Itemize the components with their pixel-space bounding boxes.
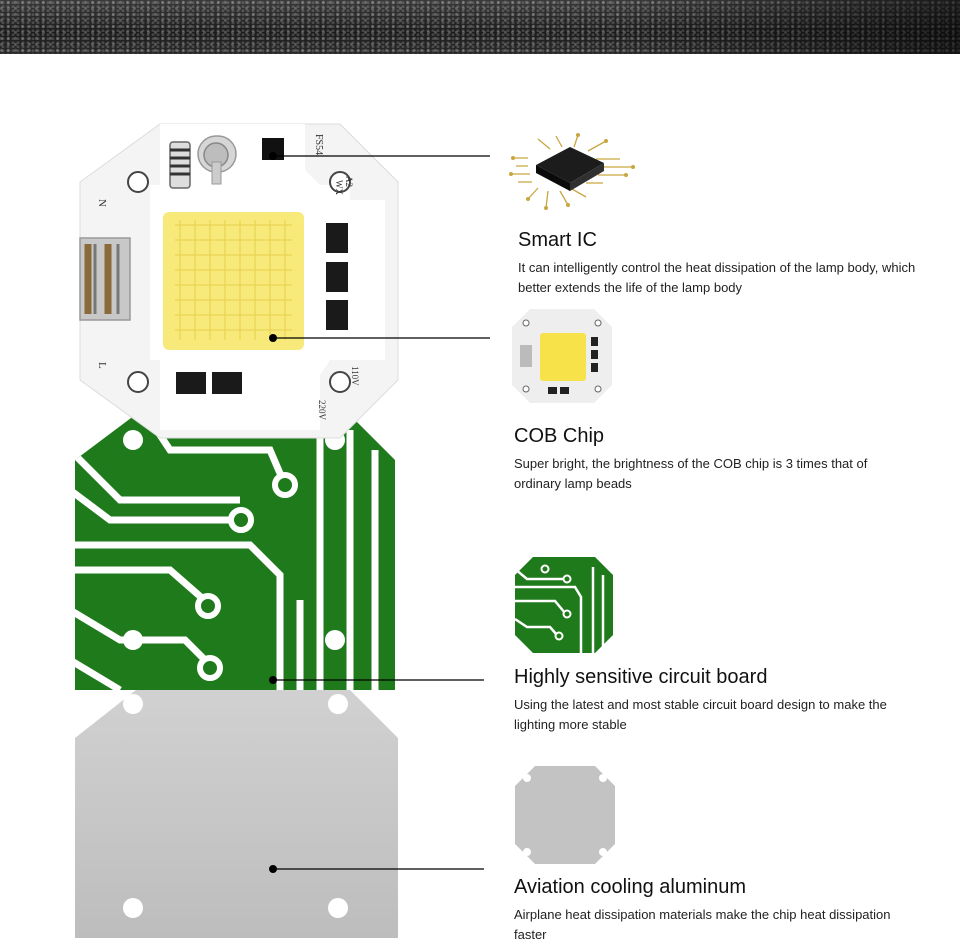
aluminum-plate — [75, 675, 398, 938]
feature-title: COB Chip — [514, 425, 605, 447]
110v-label: 110V — [350, 366, 360, 386]
aluminum-hole — [328, 898, 348, 918]
feature-description: It can intelligently control the heat di… — [518, 260, 916, 295]
aluminum-hole — [123, 898, 143, 918]
feature-title: Aviation cooling aluminum — [514, 876, 746, 898]
feature-title: Smart IC — [518, 229, 597, 251]
cob-module: N L FS54 A2 WX 110V 220V — [79, 123, 399, 439]
aluminum-hole — [328, 694, 348, 714]
l-terminal-label: L — [96, 362, 108, 369]
banner-shadow — [620, 0, 960, 54]
aluminum-plate-icon — [515, 766, 615, 864]
feature-circuit-board: Highly sensitive circuit board Using the… — [514, 666, 914, 735]
smart-ic — [262, 138, 284, 160]
n-terminal-label: N — [96, 199, 108, 207]
a2-label: A2 — [344, 176, 354, 187]
feature-aviation-aluminum: Aviation cooling aluminum Airplane heat … — [514, 876, 914, 945]
feature-smart-ic: Smart IC It can intelligently control th… — [518, 229, 918, 298]
feature-description: Using the latest and most stable circuit… — [514, 697, 887, 732]
feature-description: Airplane heat dissipation materials make… — [514, 907, 891, 942]
leader-lines — [273, 155, 490, 870]
wx-label: WX — [334, 180, 344, 195]
circuit-board-icon — [515, 557, 613, 653]
feature-description: Super bright, the brightness of the COB … — [514, 456, 868, 491]
220v-label: 220V — [317, 400, 327, 421]
green-circuit-board — [75, 400, 395, 690]
ic-chip-icon — [509, 133, 635, 210]
cob-led-array — [163, 212, 304, 350]
cob-module-icon — [512, 309, 612, 403]
fs54-label: FS54 — [313, 134, 324, 155]
feature-cob-chip: COB Chip Super bright, the brightness of… — [514, 425, 914, 494]
feature-title: Highly sensitive circuit board — [514, 666, 768, 688]
aluminum-hole — [123, 694, 143, 714]
